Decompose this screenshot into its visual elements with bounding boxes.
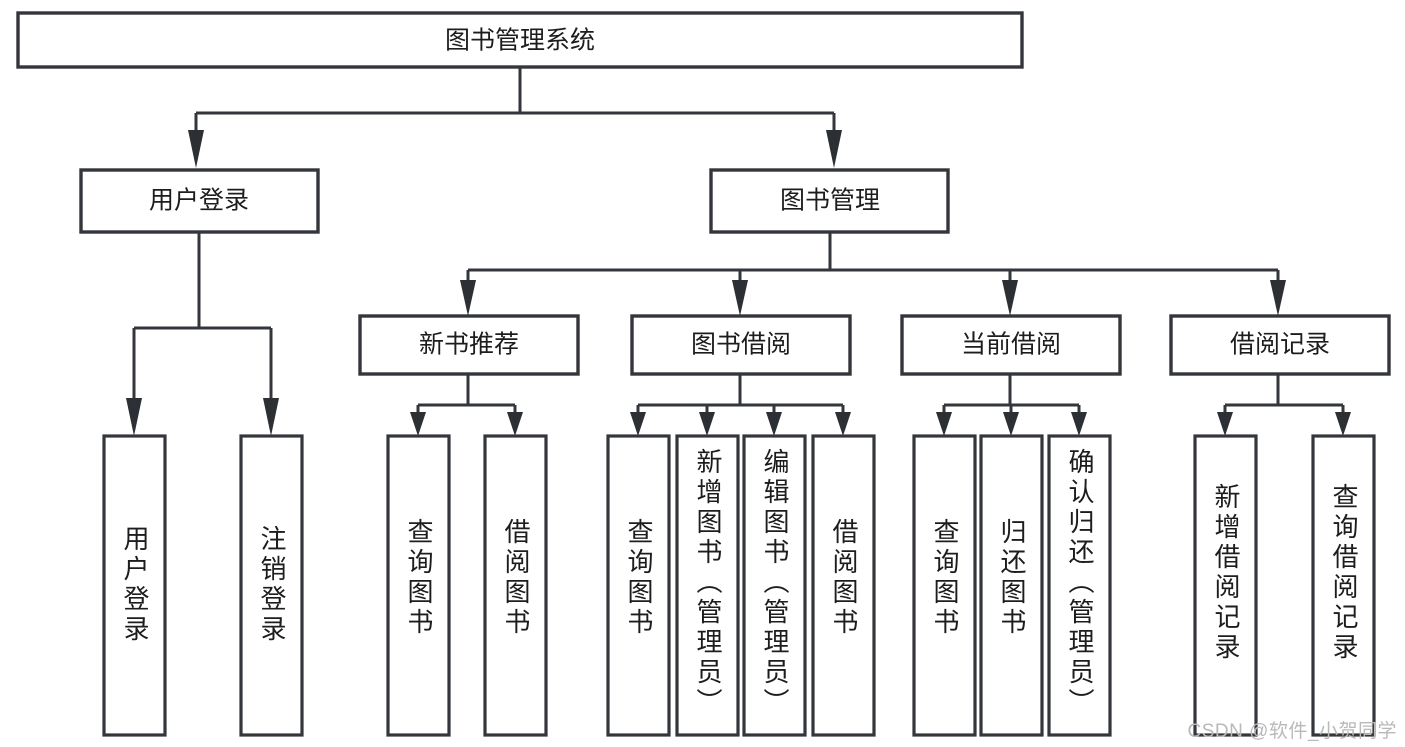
node-book-management[interactable]: 图书管理 — [709, 168, 950, 234]
leaf-edit-book-label: 编辑图书（管理员） — [760, 448, 790, 718]
node-root[interactable]: 图书管理系统 — [16, 11, 1024, 69]
node-current-borrow-box — [900, 314, 1122, 376]
node-root-box — [16, 11, 1024, 69]
node-new-book-recommend-box — [358, 314, 580, 376]
arrow-leaf-edit-book — [766, 412, 782, 436]
node-book-borrow[interactable]: 图书借阅 — [630, 314, 852, 376]
leaf-query-record-label: 查询借阅记录 — [1329, 483, 1359, 663]
leaf-add-book-box — [675, 434, 740, 737]
leaf-user-login[interactable]: 用户登录 — [102, 434, 167, 737]
node-user-login-label: 用户登录 — [149, 187, 249, 215]
leaf-confirm-return-box — [1047, 434, 1112, 737]
leaf-borrow-book-2[interactable]: 借阅图书 — [811, 434, 876, 737]
node-root-label: 图书管理系统 — [445, 27, 595, 55]
leaf-return-book-label: 归还图书 — [997, 518, 1027, 638]
node-book-management-box — [709, 168, 950, 234]
arrow-borrow-record — [1270, 280, 1286, 316]
connector-userlogin-to-leaves — [126, 232, 279, 436]
leaf-query-book-3-box — [912, 434, 977, 737]
leaf-query-book-1-label: 查询图书 — [404, 518, 434, 638]
leaf-borrow-book-1-box — [483, 434, 548, 737]
leaf-query-book-1[interactable]: 查询图书 — [386, 434, 451, 737]
leaf-borrow-book-2-label: 借阅图书 — [829, 518, 859, 638]
node-new-book-recommend-label: 新书推荐 — [419, 331, 519, 359]
connector-borrowrecord-to-leaves — [1217, 374, 1351, 436]
leaf-edit-book[interactable]: 编辑图书（管理员） — [742, 434, 807, 737]
arrow-leaf-query-book-3 — [936, 412, 952, 436]
leaf-add-book-label: 新增图书（管理员） — [693, 448, 723, 718]
node-book-borrow-box — [630, 314, 852, 376]
leaf-query-record[interactable]: 查询借阅记录 — [1311, 434, 1376, 737]
arrow-leaf-return-book — [1003, 412, 1019, 436]
node-borrow-record[interactable]: 借阅记录 — [1169, 314, 1391, 376]
leaf-add-book[interactable]: 新增图书（管理员） — [675, 434, 740, 737]
node-user-login-box — [79, 168, 320, 234]
connector-bookmanagement-to-level3 — [460, 232, 1286, 316]
leaf-query-book-3-label: 查询图书 — [930, 518, 960, 638]
node-book-management-label: 图书管理 — [780, 187, 880, 215]
leaf-query-book-2-box — [606, 434, 671, 737]
node-borrow-record-label: 借阅记录 — [1230, 331, 1330, 359]
arrow-user-login — [188, 130, 204, 168]
leaf-add-record[interactable]: 新增借阅记录 — [1193, 434, 1258, 737]
leaf-query-book-2[interactable]: 查询图书 — [606, 434, 671, 737]
leaf-confirm-return-label: 确认归还（管理员） — [1065, 448, 1095, 718]
leaf-borrow-book-1-label: 借阅图书 — [501, 518, 531, 638]
node-new-book-recommend[interactable]: 新书推荐 — [358, 314, 580, 376]
leaf-logout-login-box — [239, 434, 304, 737]
leaf-query-record-box — [1311, 434, 1376, 737]
leaf-query-book-2-label: 查询图书 — [624, 518, 654, 638]
arrow-leaf-logout-login — [263, 398, 279, 436]
arrow-current-borrow — [1002, 280, 1018, 316]
arrow-leaf-borrow-book-1 — [507, 412, 523, 436]
leaf-user-login-label: 用户登录 — [120, 525, 150, 645]
leaf-logout-login[interactable]: 注销登录 — [239, 434, 304, 737]
leaf-add-record-box — [1193, 434, 1258, 737]
arrow-book-borrow — [732, 280, 748, 316]
node-current-borrow-label: 当前借阅 — [961, 331, 1061, 359]
arrow-leaf-user-login — [126, 398, 142, 436]
node-borrow-record-box — [1169, 314, 1391, 376]
leaf-query-book-3[interactable]: 查询图书 — [912, 434, 977, 737]
leaf-borrow-book-2-box — [811, 434, 876, 737]
node-current-borrow[interactable]: 当前借阅 — [900, 314, 1122, 376]
arrow-leaf-add-book — [699, 412, 715, 436]
arrow-leaf-confirm-return — [1071, 412, 1087, 436]
arrow-leaf-add-record — [1217, 412, 1233, 436]
arrow-leaf-query-record — [1335, 412, 1351, 436]
node-book-borrow-label: 图书借阅 — [691, 331, 791, 359]
leaf-borrow-book-1[interactable]: 借阅图书 — [483, 434, 548, 737]
connector-root-to-level2 — [188, 67, 842, 168]
node-user-login[interactable]: 用户登录 — [79, 168, 320, 234]
arrow-book-management — [826, 130, 842, 168]
arrow-new-book-recommend — [460, 280, 476, 316]
connector-bookborrow-to-leaves — [630, 374, 851, 436]
leaf-add-record-label: 新增借阅记录 — [1211, 483, 1241, 663]
leaf-edit-book-box — [742, 434, 807, 737]
leaf-return-book[interactable]: 归还图书 — [979, 434, 1044, 737]
leaf-query-book-1-box — [386, 434, 451, 737]
connector-currentborrow-to-leaves — [936, 374, 1087, 436]
connector-newbook-to-leaves — [410, 374, 523, 436]
leaf-logout-login-label: 注销登录 — [257, 525, 287, 645]
arrow-leaf-borrow-book-2 — [835, 412, 851, 436]
leaf-return-book-box — [979, 434, 1044, 737]
arrow-leaf-query-book-2 — [630, 412, 646, 436]
leaf-user-login-box — [102, 434, 167, 737]
leaf-confirm-return[interactable]: 确认归还（管理员） — [1047, 434, 1112, 737]
arrow-leaf-query-book-1 — [410, 412, 426, 436]
